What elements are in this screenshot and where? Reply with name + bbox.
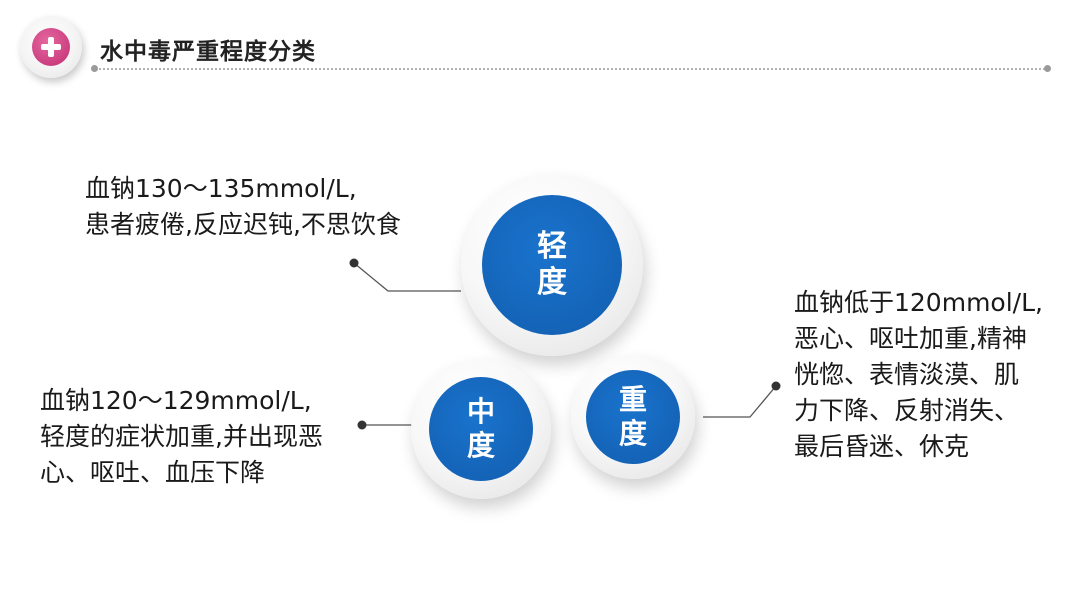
moderate-disc: 中 度 [429, 377, 533, 481]
mild-description-line: 患者疲倦,反应迟钝,不思饮食 [85, 210, 401, 239]
severe-description-line: 恶心、呕吐加重,精神 [794, 324, 1027, 353]
divider-dot-left [91, 65, 98, 72]
severe-description-line: 力下降、反射消失、 [794, 396, 1020, 425]
connector-severe [703, 385, 777, 418]
connector-dot-severe [771, 381, 781, 391]
plus-icon [32, 28, 70, 66]
connector-mild [353, 262, 461, 292]
severe-description-line: 恍惚、表情淡漠、肌 [794, 360, 1020, 389]
divider-dot-right [1044, 65, 1051, 72]
moderate-description-line: 血钠120～129mmol/L, [40, 386, 312, 415]
title-divider [94, 68, 1049, 70]
severe-disc: 重 度 [586, 370, 680, 464]
page-title: 水中毒严重程度分类 [100, 39, 316, 65]
connector-dot-mild [349, 258, 359, 268]
severe-description-line: 血钠低于120mmol/L, [794, 288, 1043, 317]
severe-label: 重 度 [618, 383, 647, 450]
connector-dot-moderate [357, 420, 367, 430]
moderate-label: 中 度 [466, 395, 495, 462]
moderate-description: 血钠120～129mmol/L, 轻度的症状加重,并出现恶 心、呕吐、血压下降 [40, 383, 323, 491]
mild-description-line: 血钠130～135mmol/L, [85, 174, 357, 203]
moderate-description-line: 轻度的症状加重,并出现恶 [40, 422, 323, 451]
header-logo [20, 16, 82, 78]
mild-description: 血钠130～135mmol/L, 患者疲倦,反应迟钝,不思饮食 [85, 171, 401, 243]
mild-label: 轻 度 [537, 229, 567, 300]
mild-disc: 轻 度 [482, 195, 622, 335]
severe-description-line: 最后昏迷、休克 [794, 432, 970, 461]
moderate-description-line: 心、呕吐、血压下降 [40, 458, 266, 487]
severe-description: 血钠低于120mmol/L, 恶心、呕吐加重,精神 恍惚、表情淡漠、肌 力下降、… [794, 285, 1043, 465]
